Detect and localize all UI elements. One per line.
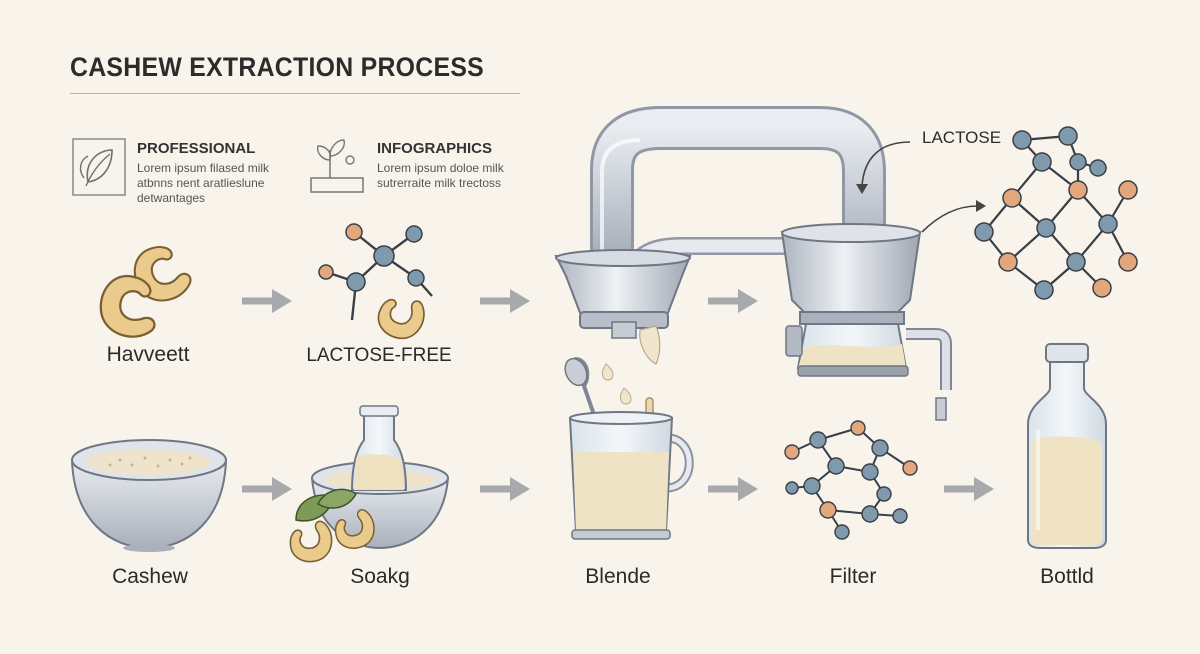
flow-arrows — [242, 289, 994, 501]
cashew-nuts-icon — [94, 238, 196, 342]
arrow-bottom-2 — [480, 477, 530, 501]
molecule-with-cashew-icon — [318, 223, 433, 346]
legend-text-line: Lorem ipsum doloe milk — [377, 161, 504, 175]
arrow-bottom-1 — [242, 477, 292, 501]
step-label-lactose-free: LACTOSE-FREE — [306, 345, 452, 366]
bowl-icon — [70, 439, 228, 552]
legend-text-line: sutrerraite milk trectoss — [377, 176, 502, 190]
lactose-callout-label: LACTOSE — [922, 128, 1002, 147]
soaking-bowl-icon — [287, 405, 450, 565]
arrow-bottom-3 — [708, 477, 758, 501]
plant-seedling-icon — [310, 139, 364, 193]
molecule-icon — [784, 420, 918, 540]
legend-text-line: Lorem ipsum filased milk — [137, 161, 270, 175]
extraction-machine-illustration — [554, 106, 986, 421]
step-label-blender: Blende — [585, 565, 651, 588]
leaf-icon — [72, 138, 126, 196]
page-title: CASHEW EXTRACTION PROCESS — [70, 52, 485, 82]
arrow-top-2 — [480, 289, 530, 313]
arrow-bottom-4 — [944, 477, 994, 501]
arrow-top-3 — [708, 289, 758, 313]
step-label-havveett: Havveett — [106, 343, 190, 366]
legend-text-line: detwantages — [137, 191, 206, 205]
legend-heading-professional: PROFESSIONAL — [137, 140, 256, 157]
lactose-molecule-lattice — [974, 126, 1138, 300]
blender-jug-icon — [564, 357, 694, 540]
step-label-filter: Filter — [829, 565, 877, 588]
step-label-cashew: Cashew — [112, 565, 188, 588]
step-label-bottled: Bottld — [1040, 565, 1094, 588]
legend-text-line: atbnns nent aratlieslune — [137, 176, 265, 190]
title-divider — [70, 93, 520, 94]
legend-heading-infographics: INFOGRAPHICS — [377, 140, 493, 157]
milk-bottle-icon — [1027, 343, 1107, 549]
step-label-soaking: Soakg — [350, 565, 410, 588]
arrow-top-1 — [242, 289, 292, 313]
